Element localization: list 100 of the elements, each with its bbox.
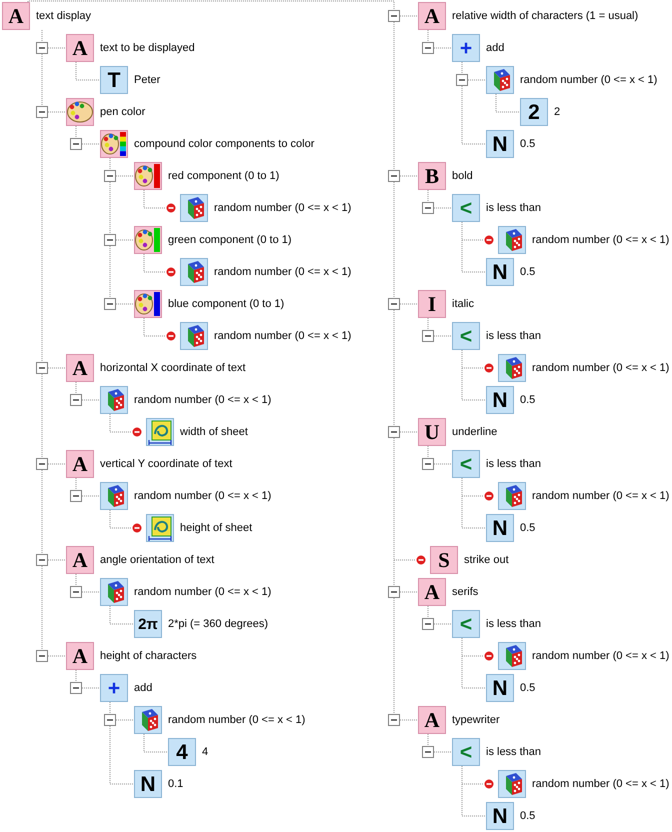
symbol-tile: 2 [520,98,548,126]
tree-connector [76,62,100,80]
node-label: is less than [486,746,542,758]
node-label: relative width of characters (1 = usual) [452,10,638,22]
node-label: horizontal X coordinate of text [100,362,246,374]
node-label: Peter [134,74,160,86]
symbol-tile: N [486,130,514,158]
tree-connector [110,510,132,528]
node-label: height of sheet [180,522,252,534]
symbol-tile: A [66,34,94,62]
tree-connector [76,478,100,496]
node-label: random number (0 <= x < 1) [532,650,670,662]
tree-connector [144,734,168,752]
tree-connector [428,606,452,624]
node-label: 2 [554,106,560,118]
symbol-tile: N [486,802,514,830]
symbol-tile: A [66,354,94,382]
tree-connector [462,638,486,688]
node-label: add [134,682,152,694]
node-label: random number (0 <= x < 1) [168,714,306,726]
tree-connector [144,190,166,208]
node-label: random number (0 <= x < 1) [532,362,670,374]
node-label: random number (0 <= x < 1) [214,330,352,342]
node-label: strike out [464,554,509,566]
node-label: 0.5 [520,810,536,822]
node-label: pen color [100,106,146,118]
tree-connector [428,190,452,208]
node-label: 0.5 [520,522,536,534]
node-label: red component (0 to 1) [168,170,280,182]
symbol-tile: N [486,258,514,286]
symbol-tile: A [418,706,446,734]
node-label: italic [452,298,474,310]
symbol-tile: < [452,738,480,766]
node-label: 0.5 [520,682,536,694]
node-label: random number (0 <= x < 1) [134,394,272,406]
node-label: height of characters [100,650,197,662]
tree-connector [144,254,166,272]
node-label: green component (0 to 1) [168,234,292,246]
symbol-tile: A [66,642,94,670]
symbol-tile: U [418,418,446,446]
tree-connector [462,478,486,528]
node-label: 4 [202,746,208,758]
tree-connector [462,350,486,400]
symbol-tile: N [486,514,514,542]
symbol-tile: A [418,578,446,606]
symbol-tile: < [452,194,480,222]
node-label: 0.5 [520,266,536,278]
tree-connector [76,126,100,144]
node-label: 2*pi (= 360 degrees) [168,618,268,630]
node-label: bold [452,170,473,182]
node-label: random number (0 <= x < 1) [214,266,352,278]
tree-connector [428,318,452,336]
node-label: random number (0 <= x < 1) [520,74,658,86]
node-label: random number (0 <= x < 1) [532,490,670,502]
tree-connector [76,670,100,688]
node-label: text display [36,10,92,22]
tree-connector [110,606,134,624]
tree-connector [76,382,100,400]
tree-connector [110,414,132,432]
tree-connector [428,734,452,752]
node-label: 0.1 [168,778,184,790]
node-label: random number (0 <= x < 1) [134,490,272,502]
tree-connector [42,30,66,656]
node-label: text to be displayed [100,42,195,54]
symbol-tile: < [452,322,480,350]
node-label: random number (0 <= x < 1) [214,202,352,214]
symbol-tile: A [2,2,30,30]
node-label: is less than [486,618,542,630]
node-label: 0.5 [520,138,536,150]
node-label: 0.5 [520,394,536,406]
node-label: vertical Y coordinate of text [100,458,232,470]
tree-connector [462,766,486,816]
node-label: is less than [486,458,542,470]
node-label: compound color components to color [134,138,314,150]
symbol-tile: I [418,290,446,318]
tree-connector [144,318,166,336]
symbol-tile: B [418,162,446,190]
symbol-tile: < [452,450,480,478]
node-label: random number (0 <= x < 1) [532,778,670,790]
symbol-tile: + [100,674,128,702]
node-label: is less than [486,202,542,214]
symbol-tile: < [452,610,480,638]
node-label: angle orientation of text [100,554,214,566]
node-label: random number (0 <= x < 1) [532,234,670,246]
tree-connector [428,446,452,464]
tree-connector [428,30,452,48]
node-label: blue component (0 to 1) [168,298,284,310]
node-label: add [486,42,504,54]
symbol-tile: A [418,2,446,30]
symbol-tile: T [100,66,128,94]
node-label: width of sheet [180,426,248,438]
node-label: is less than [486,330,542,342]
symbol-tile: N [134,770,162,798]
symbol-tile: A [66,546,94,574]
node-label: underline [452,426,498,438]
tree-connector [496,94,520,112]
symbol-tile: N [486,674,514,702]
symbol-tile: S [430,546,458,574]
tree-connector [462,222,486,272]
symbol-tile: + [452,34,480,62]
